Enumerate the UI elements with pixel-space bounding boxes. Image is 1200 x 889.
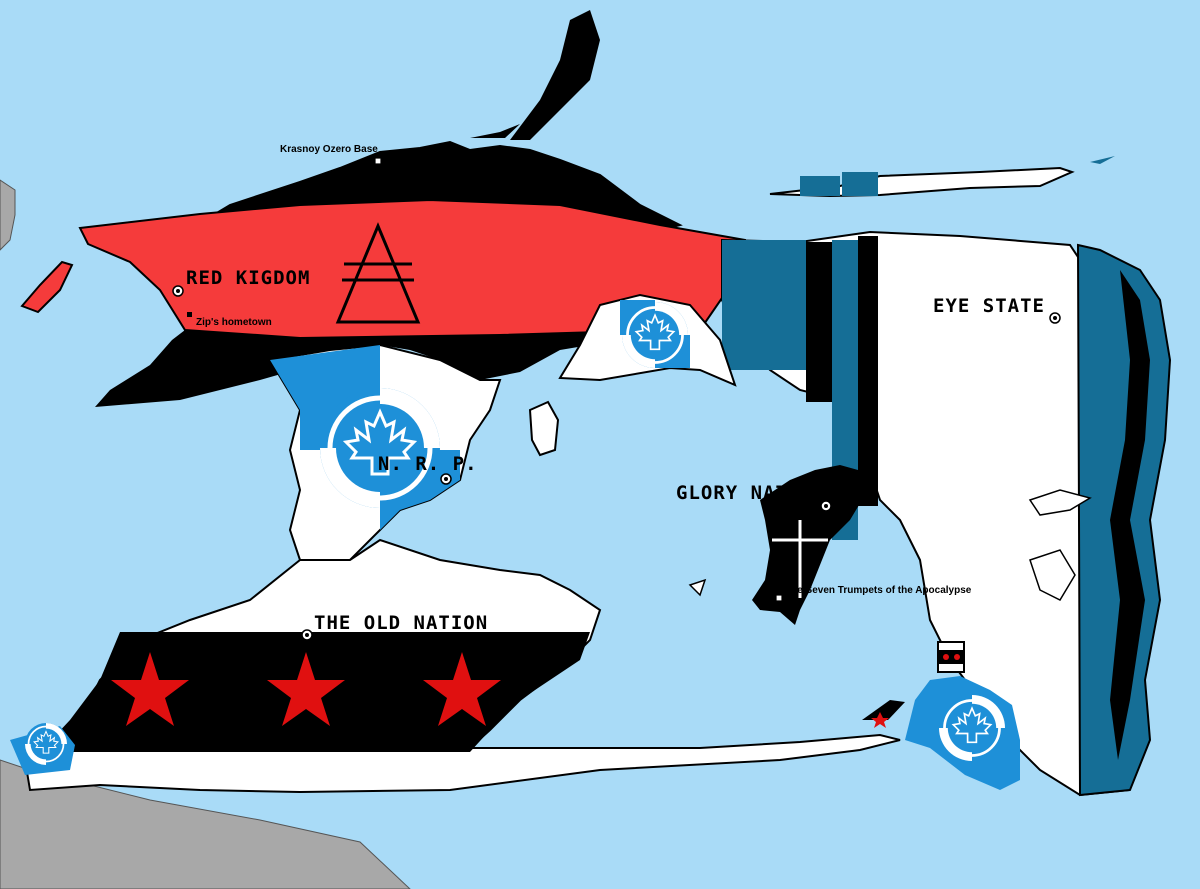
sea-islands bbox=[528, 400, 1092, 728]
maple-leaf-roundel-icon bbox=[620, 300, 690, 370]
square-marker-icon bbox=[187, 312, 192, 317]
maple-leaf-roundel-icon bbox=[320, 388, 440, 508]
old-nation-territory bbox=[10, 538, 901, 794]
square-marker-icon bbox=[775, 594, 783, 602]
label-red-kingdom: RED KIGDOM bbox=[186, 267, 310, 289]
label-zips-hometown: Zip's hometown bbox=[196, 317, 272, 328]
capital-circle-icon bbox=[1049, 312, 1061, 324]
label-old-nation: THE OLD NATION bbox=[314, 612, 488, 634]
red-kingdom-territory bbox=[20, 10, 746, 407]
markers bbox=[172, 157, 1061, 641]
triangle-emblem-icon bbox=[335, 222, 421, 324]
label-seven-trumpets: The Seven Trumpets of the Apocalypse bbox=[785, 585, 972, 596]
maple-leaf-roundel-icon bbox=[24, 722, 68, 766]
cross-icon bbox=[772, 520, 828, 598]
label-nrp: N. R. P. bbox=[378, 453, 478, 475]
square-marker-icon bbox=[374, 157, 382, 165]
capital-circle-icon bbox=[820, 500, 832, 512]
eye-state-territory bbox=[721, 156, 1172, 797]
capital-circle-icon bbox=[172, 285, 184, 297]
star-icon bbox=[111, 652, 501, 726]
capital-circle-icon bbox=[440, 473, 452, 485]
label-krasnoy: Krasnoy Ozero Base bbox=[280, 144, 378, 155]
glory-nation-territory bbox=[752, 465, 862, 625]
label-glory-nation: GLORY NATION bbox=[676, 482, 825, 504]
capital-circle-icon bbox=[301, 629, 313, 641]
label-eye-state: EYE STATE bbox=[933, 295, 1045, 317]
maple-leaf-roundel-icon bbox=[937, 693, 1007, 763]
labels: RED KIGDOM EYE STATE N. R. P. GLORY NATI… bbox=[186, 144, 1045, 634]
nrp-territory bbox=[268, 293, 737, 561]
